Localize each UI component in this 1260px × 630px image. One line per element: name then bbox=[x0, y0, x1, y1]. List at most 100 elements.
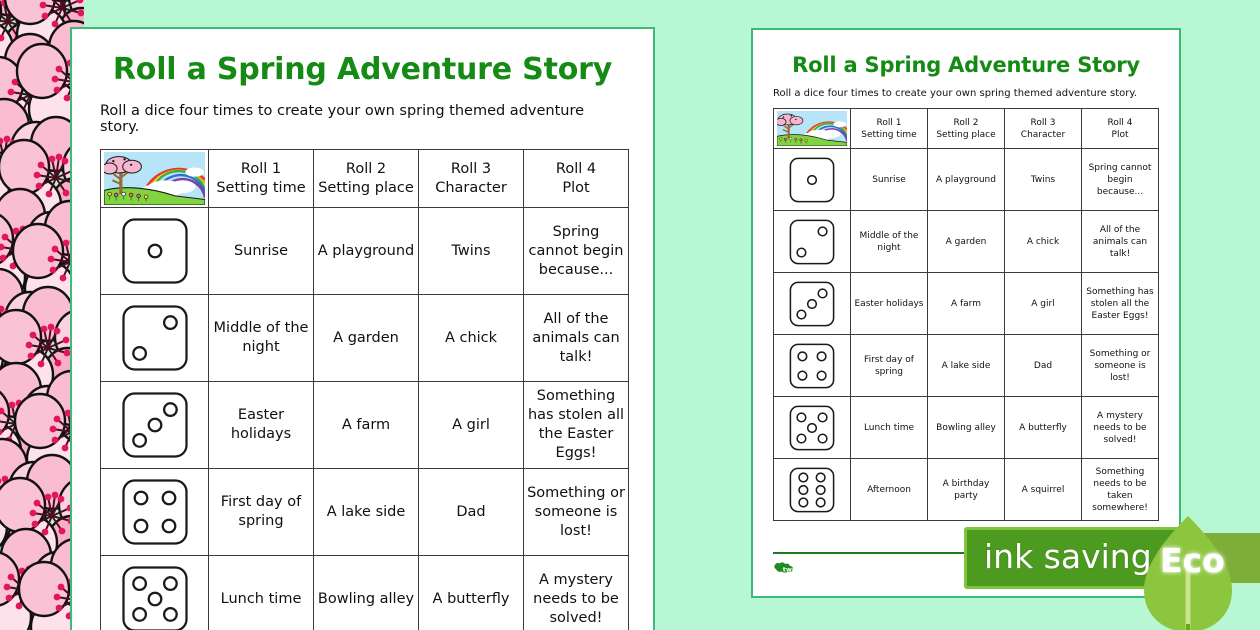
die-face-4 bbox=[789, 343, 835, 388]
page-title: Roll a Spring Adventure Story bbox=[792, 53, 1140, 77]
dice-cell bbox=[100, 207, 209, 295]
cell-plot: A mystery needs to be solved! bbox=[1081, 396, 1159, 459]
table-header-row: Roll 1 Setting time Roll 2 Setting place… bbox=[773, 108, 1159, 149]
die-face-1 bbox=[121, 218, 188, 284]
cell-plot: All of the animals can talk! bbox=[1081, 210, 1159, 273]
cell-plot: Spring cannot begin because... bbox=[1081, 148, 1159, 211]
cell-character: Twins bbox=[1004, 148, 1082, 211]
cell-setting-time: Middle of the night bbox=[850, 210, 928, 273]
dice-cell bbox=[773, 334, 851, 397]
cell-setting-place: A birthday party bbox=[927, 458, 1005, 521]
twinkl-logo[interactable]: twinkl bbox=[773, 560, 815, 577]
header-line-1: Roll 1 bbox=[240, 160, 282, 177]
cell-setting-place: A playground bbox=[927, 148, 1005, 211]
die-face-5 bbox=[121, 566, 188, 630]
worksheet-page-thumbnail[interactable]: Roll a Spring Adventure Story Roll a dic… bbox=[751, 28, 1181, 598]
cell-setting-time: Sunrise bbox=[208, 207, 314, 295]
cell-setting-time: Easter holidays bbox=[850, 272, 928, 335]
cell-setting-time: Afternoon bbox=[850, 458, 928, 521]
cell-character: A chick bbox=[1004, 210, 1082, 273]
dice-cell bbox=[100, 381, 209, 469]
cell-character: Dad bbox=[1004, 334, 1082, 397]
die-face-6 bbox=[789, 467, 835, 512]
die-face-3 bbox=[789, 281, 835, 326]
page-subtitle: Roll a dice four times to create your ow… bbox=[773, 88, 1138, 99]
leaf-icon bbox=[1144, 516, 1232, 630]
die-face-3 bbox=[121, 392, 188, 458]
ink-saving-eco-badge: ink saving Eco bbox=[964, 516, 1260, 630]
cell-character: A chick bbox=[418, 294, 524, 382]
column-header-roll-1: Roll 1 Setting time bbox=[850, 108, 928, 149]
cell-setting-place: A farm bbox=[927, 272, 1005, 335]
column-header-roll-1: Roll 1 Setting time bbox=[208, 149, 314, 208]
header-line-2: Plot bbox=[1111, 129, 1129, 140]
die-face-2 bbox=[789, 219, 835, 264]
cell-setting-place: A garden bbox=[927, 210, 1005, 273]
page-title: Roll a Spring Adventure Story bbox=[112, 52, 613, 87]
cell-plot: Something or someone is lost! bbox=[523, 468, 629, 556]
header-line-1: Roll 3 bbox=[450, 160, 492, 177]
cell-setting-place: Bowling alley bbox=[313, 555, 419, 630]
dice-cell bbox=[100, 294, 209, 382]
header-line-2: Setting place bbox=[936, 129, 996, 140]
column-header-roll-4: Roll 4 Plot bbox=[1081, 108, 1159, 149]
cell-character: A girl bbox=[418, 381, 524, 469]
column-header-roll-3: Roll 3 Character bbox=[1004, 108, 1082, 149]
column-header-roll-3: Roll 3 Character bbox=[418, 149, 524, 208]
cell-plot: Something has stolen all the Easter Eggs… bbox=[523, 381, 629, 469]
table-header-row: Roll 1 Setting time Roll 2 Setting place… bbox=[100, 149, 629, 208]
die-face-2 bbox=[121, 305, 188, 371]
header-line-1: Roll 3 bbox=[1030, 117, 1056, 128]
header-line-2: Character bbox=[435, 179, 507, 196]
cell-setting-place: A lake side bbox=[313, 468, 419, 556]
cell-setting-time: Lunch time bbox=[850, 396, 928, 459]
roll-a-story-table: Roll 1 Setting time Roll 2 Setting place… bbox=[100, 149, 629, 630]
header-line-2: Setting time bbox=[861, 129, 917, 140]
dice-cell bbox=[773, 148, 851, 211]
cell-setting-place: A lake side bbox=[927, 334, 1005, 397]
table-header: Roll 1 Setting time Roll 2 Setting place… bbox=[100, 149, 629, 208]
cell-setting-time: Lunch time bbox=[208, 555, 314, 630]
header-line-2: Setting time bbox=[216, 179, 306, 196]
cell-plot: Something needs to be taken somewhere! bbox=[1081, 458, 1159, 521]
spring-scene-icon bbox=[773, 108, 851, 149]
die-face-1 bbox=[789, 157, 835, 202]
cell-plot: Spring cannot begin because... bbox=[523, 207, 629, 295]
die-face-5 bbox=[789, 405, 835, 450]
header-line-2: Setting place bbox=[318, 179, 414, 196]
cell-setting-time: First day of spring bbox=[850, 334, 928, 397]
cell-setting-place: Bowling alley bbox=[927, 396, 1005, 459]
cell-setting-place: A farm bbox=[313, 381, 419, 469]
cell-character: A girl bbox=[1004, 272, 1082, 335]
header-line-1: Roll 2 bbox=[953, 117, 979, 128]
dice-cell bbox=[773, 458, 851, 521]
cell-setting-place: A garden bbox=[313, 294, 419, 382]
cell-character: A squirrel bbox=[1004, 458, 1082, 521]
header-line-1: Roll 1 bbox=[876, 117, 902, 128]
cell-character: A butterfly bbox=[418, 555, 524, 630]
worksheet-page-large[interactable]: Roll a Spring Adventure Story Roll a dic… bbox=[70, 27, 655, 630]
cell-setting-time: Middle of the night bbox=[208, 294, 314, 382]
ink-saving-label: ink saving bbox=[984, 537, 1152, 576]
header-line-1: Roll 4 bbox=[1107, 117, 1133, 128]
cell-setting-time: Sunrise bbox=[850, 148, 928, 211]
cell-setting-time: Easter holidays bbox=[208, 381, 314, 469]
dice-cell bbox=[773, 272, 851, 335]
cell-character: Dad bbox=[418, 468, 524, 556]
cell-character: A butterfly bbox=[1004, 396, 1082, 459]
dice-cell bbox=[100, 555, 209, 630]
column-header-roll-4: Roll 4 Plot bbox=[523, 149, 629, 208]
cell-setting-place: A playground bbox=[313, 207, 419, 295]
